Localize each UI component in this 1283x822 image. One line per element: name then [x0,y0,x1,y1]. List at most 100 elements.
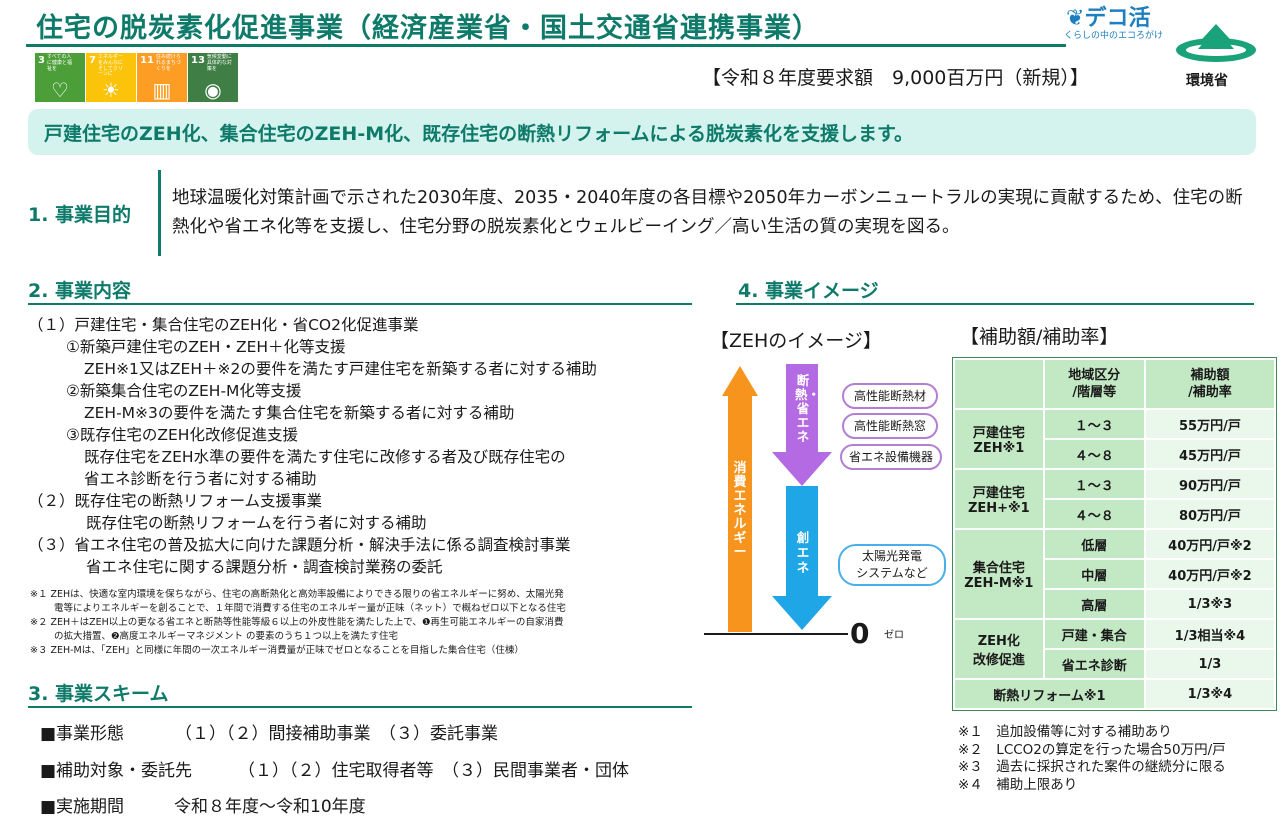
saving-arrow [772,364,832,486]
city-icon: ▥ [152,78,172,102]
note-line: 電等によりエネルギーを創ることで、１年間で消費する住宅のエネルギー量が正味（ネッ… [54,603,566,614]
efficient-equipment-pill: 省エネ設備機器 [840,444,942,470]
amount-cell: 40万円/戸※2 [1143,528,1277,560]
content-line: 省エネ診断を行う者に対する補助 [84,470,317,488]
ministry-mark-icon [1176,24,1256,62]
sdg-text: 気候変動に具体的な対策を [206,54,232,72]
content-line: ZEH-M※3の要件を満たす集合住宅を新築する者に対する補助 [84,404,515,422]
creation-arrow [772,486,832,630]
consumption-label: 消費エネルギー [733,461,747,560]
table-row: ZEH化改修促進 戸建・集合 1/3相当※4 [953,618,1277,680]
saving-label: 断熱・省エネ [795,373,821,444]
note-line: ※１ ZEHは、快適な室内環境を保ちながら、住宅の高断熱化と高効率設備によりでき… [30,589,564,600]
amount-cell: 40万円/戸※2 [1143,558,1277,590]
table-row: 高層 1/3※3 [954,588,1277,620]
footnote: ※３ 過去に採択された案件の継続分に限る [958,759,1226,775]
insulation-window-pill: 高性能断熱窓 [842,413,938,439]
content-line: （１）戸建住宅・集合住宅のZEH化・省CO2化促進事業 [28,316,419,334]
table-header-amount: 補助額/補助率 [1143,358,1277,410]
ministry-name: 環境省 [1186,73,1228,89]
table-header-region: 地域区分/階層等 [1042,358,1146,410]
eye-icon: ◉ [204,78,222,102]
content-line: ②新築集合住宅のZEH-M化等支援 [66,382,302,400]
subsidy-footnotes: ※１ 追加設備等に対する補助あり ※２ LCCO2の算定を行った場合50万円/戸… [958,724,1226,794]
category-text: ZEH+※1 [967,501,1030,516]
amount-cell: 80万円/戸 [1143,498,1277,530]
sdg-text: 住み続けられるまちづくりを [155,54,181,72]
title-underline [26,44,1066,47]
category-text: 戸建住宅 [972,486,1025,501]
solar-pill-line: 太陽光発電 [861,549,922,563]
scheme-value: 令和８年度～令和10年度 [174,797,366,817]
amount-cell: 90万円/戸 [1143,468,1277,500]
scheme-value: （１）（２）住宅取得者等 （３）民間事業者・団体 [238,761,629,781]
purpose-divider [158,170,161,256]
content-line: 省エネ住宅に関する課題分析・調査検討業務の委託 [86,558,443,576]
decokatsu-tagline: くらしの中のエコろがけ [1064,31,1164,41]
sdg-num: 11 [140,55,154,66]
footnote: ※２ LCCO2の算定を行った場合50万円/戸 [958,741,1226,758]
category-text: ZEH※1 [973,441,1025,456]
region-cell: ４～８ [1042,498,1146,530]
region-cell: 戸建・集合 [1042,618,1146,650]
category-text: ZEH-M※1 [964,576,1034,591]
region-cell: 省エネ診断 [1042,648,1146,680]
amount-cell: 1/3相当※4 [1143,618,1277,650]
subsidy-title: 【補助額/補助率】 [960,326,1119,348]
zeh-image-title: 【ZEHのイメージ】 [710,330,882,352]
region-cell: １～３ [1042,468,1146,500]
content-line: 既存住宅をZEH水準の要件を満たす住宅に改修する者及び既存住宅の [84,448,566,466]
budget-request: 【令和８年度要求額 9,000百万円（新規）】 [702,67,1089,89]
consumption-arrow [722,366,758,632]
region-cell: 低層 [1042,528,1146,560]
header-text: /階層等 [1072,385,1117,400]
region-cell: 中層 [1042,558,1146,590]
content-line: ZEH※1又はZEH＋※2の要件を満たす戸建住宅を新築する者に対する補助 [84,360,597,378]
sdg-num: 13 [191,55,205,66]
region-cell: 高層 [1042,588,1146,620]
header-text: /補助率 [1188,385,1232,400]
page-title: 住宅の脱炭素化促進事業（経済産業省・国土交通省連携事業） [36,13,820,44]
sdg-num: 3 [38,55,45,66]
header-text: 補助額 [1190,368,1230,383]
amount-cell: 1/3※4 [1143,678,1277,710]
region-cell: ４～８ [1042,438,1146,470]
category-cell: 断熱リフォーム※1 [953,678,1146,710]
content-heading-underline [28,303,692,305]
note-line: ※２ ZEH＋はZEH以上の更なる省エネと断熱等性能等級６以上の外皮性能を満たし… [30,617,564,628]
table-row: ４～８ 45万円/戸 [954,438,1277,470]
amount-cell: 1/3 [1143,648,1277,680]
insulation-material-pill: 高性能断熱材 [842,383,938,409]
solar-pill-line: システムなど [856,566,928,580]
content-line: 既存住宅の断熱リフォームを行う者に対する補助 [86,514,427,532]
amount-cell: 55万円/戸 [1143,408,1277,440]
content-line: （２）既存住宅の断熱リフォーム支援事業 [28,492,323,510]
scheme-key: ■事業形態 [40,724,125,744]
scheme-heading: 3. 事業スキーム [28,683,169,705]
purpose-text: 地球温暖化対策計画で示された2030年度、2035・2040年度の各目標や205… [172,188,1243,237]
content-line: （３）省エネ住宅の普及拡大に向けた課題分析・解決手法に係る調査検討事業 [28,536,571,554]
heartbeat-icon: ♡ [51,78,69,102]
scheme-key: ■実施期間 [40,797,125,817]
footnote: ※４ 補助上限あり [958,776,1078,793]
content-line: ①新築戸建住宅のZEH・ZEH＋化等支援 [66,338,346,356]
zero-sub-label: ゼロ [884,630,904,641]
table-row: ４～８ 80万円/戸 [954,498,1277,530]
image-heading: 4. 事業イメージ [738,280,879,302]
content-list: （１）戸建住宅・集合住宅のZEH化・省CO2化促進事業 ①新築戸建住宅のZEH・… [28,314,708,578]
solar-pill: 太陽光発電 システムなど [838,544,946,586]
zeh-diagram [704,364,848,635]
region-cell: １～３ [1042,408,1146,440]
table-row: 省エネ診断 1/3 [954,648,1277,680]
ministry-logo: 環境省 [1172,20,1262,92]
scheme-key: ■補助対象・委託先 [40,761,193,781]
footnote: ※１ 追加設備等に対する補助あり [958,724,1172,740]
